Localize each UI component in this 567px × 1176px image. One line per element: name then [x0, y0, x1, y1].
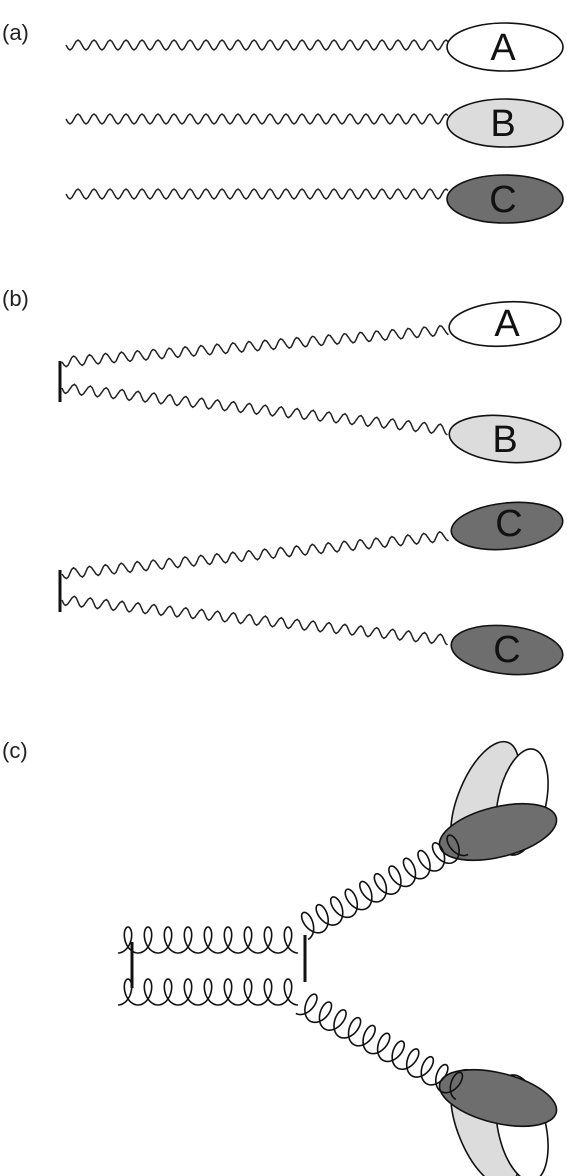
chain-c-letter: C [489, 179, 516, 221]
lower-head-cluster [438, 1068, 558, 1176]
panel-b: A B C C [58, 300, 564, 676]
chain-b-head [446, 98, 564, 148]
chain-c-head [446, 174, 564, 224]
coiled-coil-stem-top [117, 926, 299, 954]
dimer-cc: C C [58, 501, 564, 676]
panel-label-a: (a) [2, 20, 29, 45]
panel-a: A B C [65, 22, 564, 224]
coiled-coil-stem-bottom [117, 978, 299, 1006]
dimer-ab-bottom-letter: B [492, 419, 517, 461]
chain-b: B [65, 98, 564, 148]
chain-a-head [446, 22, 564, 72]
dimer-ab-bottom-tail [61, 383, 448, 436]
dimer-cc-top-tail [61, 530, 449, 580]
chain-c: C [65, 174, 564, 224]
dimer-ab: A B [58, 300, 562, 464]
dimer-ab-top-head [448, 300, 562, 348]
lower-head-dark [438, 1068, 558, 1128]
dimer-cc-bottom-head [450, 624, 564, 676]
chain-b-letter: B [490, 103, 515, 145]
dimer-ab-top-tail [61, 325, 449, 368]
dimer-cc-bottom-letter: C [493, 629, 520, 671]
chain-a-tail [65, 39, 449, 51]
upper-head-cluster [438, 740, 558, 862]
dimer-cc-top-letter: C [495, 503, 522, 545]
dimer-cc-bottom-tail [61, 595, 448, 646]
panel-label-c: (c) [2, 738, 28, 763]
panel-label-b: (b) [2, 286, 29, 311]
coiled-coil-arm-lower [295, 993, 464, 1101]
coiled-coil-arm-upper [300, 834, 469, 941]
dimer-ab-bottom-head [448, 414, 562, 464]
chain-a: A [65, 22, 564, 72]
dimer-ab-top-letter: A [494, 303, 520, 345]
chain-a-letter: A [490, 27, 516, 69]
chain-c-tail [65, 188, 449, 200]
panel-c [117, 740, 558, 1176]
dimer-cc-top-head [450, 501, 564, 551]
chain-b-tail [65, 113, 449, 125]
